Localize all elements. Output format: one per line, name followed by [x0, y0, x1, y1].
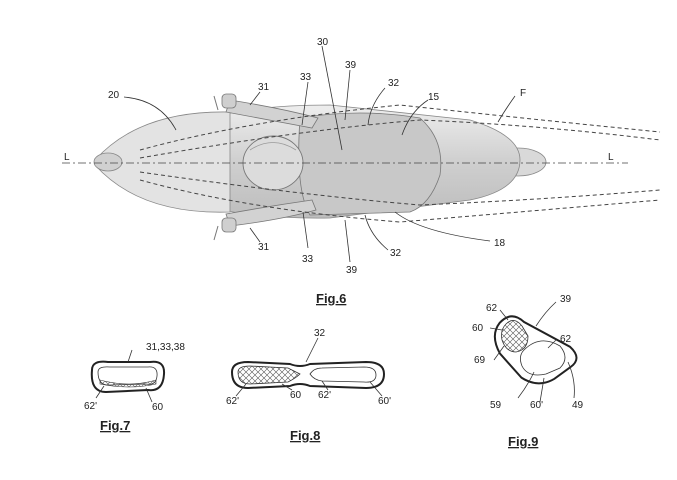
fig6-caption: Fig.6	[316, 291, 346, 306]
fig8-label-32: 32	[314, 328, 326, 339]
fig9-label-49: 49	[572, 400, 584, 411]
fig9-label-59: 59	[490, 400, 502, 411]
fig9-label-60: 60	[472, 323, 484, 334]
fig8-label-62prime-right: 62'	[318, 390, 331, 401]
label-L-right: L	[608, 152, 614, 163]
fig7-label-60: 60	[152, 402, 164, 413]
fig7-label-62prime: 62'	[84, 401, 97, 412]
label-33: 33	[300, 72, 312, 83]
label-20: 20	[108, 90, 120, 101]
label-39-bottom: 39	[346, 265, 358, 276]
fig9-label-62-top: 62	[486, 303, 498, 314]
fig9-caption: Fig.9	[508, 434, 538, 449]
label-32: 32	[388, 78, 400, 89]
label-33-bottom: 33	[302, 254, 314, 265]
fig7-illustration	[92, 350, 164, 402]
fig8-label-60: 60	[290, 390, 302, 401]
label-39: 39	[345, 60, 357, 71]
label-15: 15	[428, 92, 440, 103]
fig9-label-39: 39	[560, 294, 572, 305]
label-18: 18	[494, 238, 506, 249]
label-F: F	[520, 88, 526, 99]
label-32-bottom: 32	[390, 248, 402, 259]
fig8-caption: Fig.8	[290, 428, 320, 443]
label-L-left: L	[64, 152, 70, 163]
fig6-illustration	[94, 94, 546, 240]
label-30: 30	[317, 37, 329, 48]
fig8-label-60prime: 60'	[378, 396, 391, 407]
label-31-bottom: 31	[258, 242, 270, 253]
fig9-label-69: 69	[474, 355, 486, 366]
fig8-illustration	[232, 338, 384, 396]
fig9-label-62-right: 62	[560, 334, 572, 345]
fig7-caption: Fig.7	[100, 418, 130, 433]
label-31: 31	[258, 82, 270, 93]
fig8-label-62prime-left: 62'	[226, 396, 239, 407]
fig7-label-31-33-38: 31,33,38	[146, 342, 185, 353]
fig9-label-60prime: 60'	[530, 400, 543, 411]
fig9-illustration	[490, 302, 580, 402]
